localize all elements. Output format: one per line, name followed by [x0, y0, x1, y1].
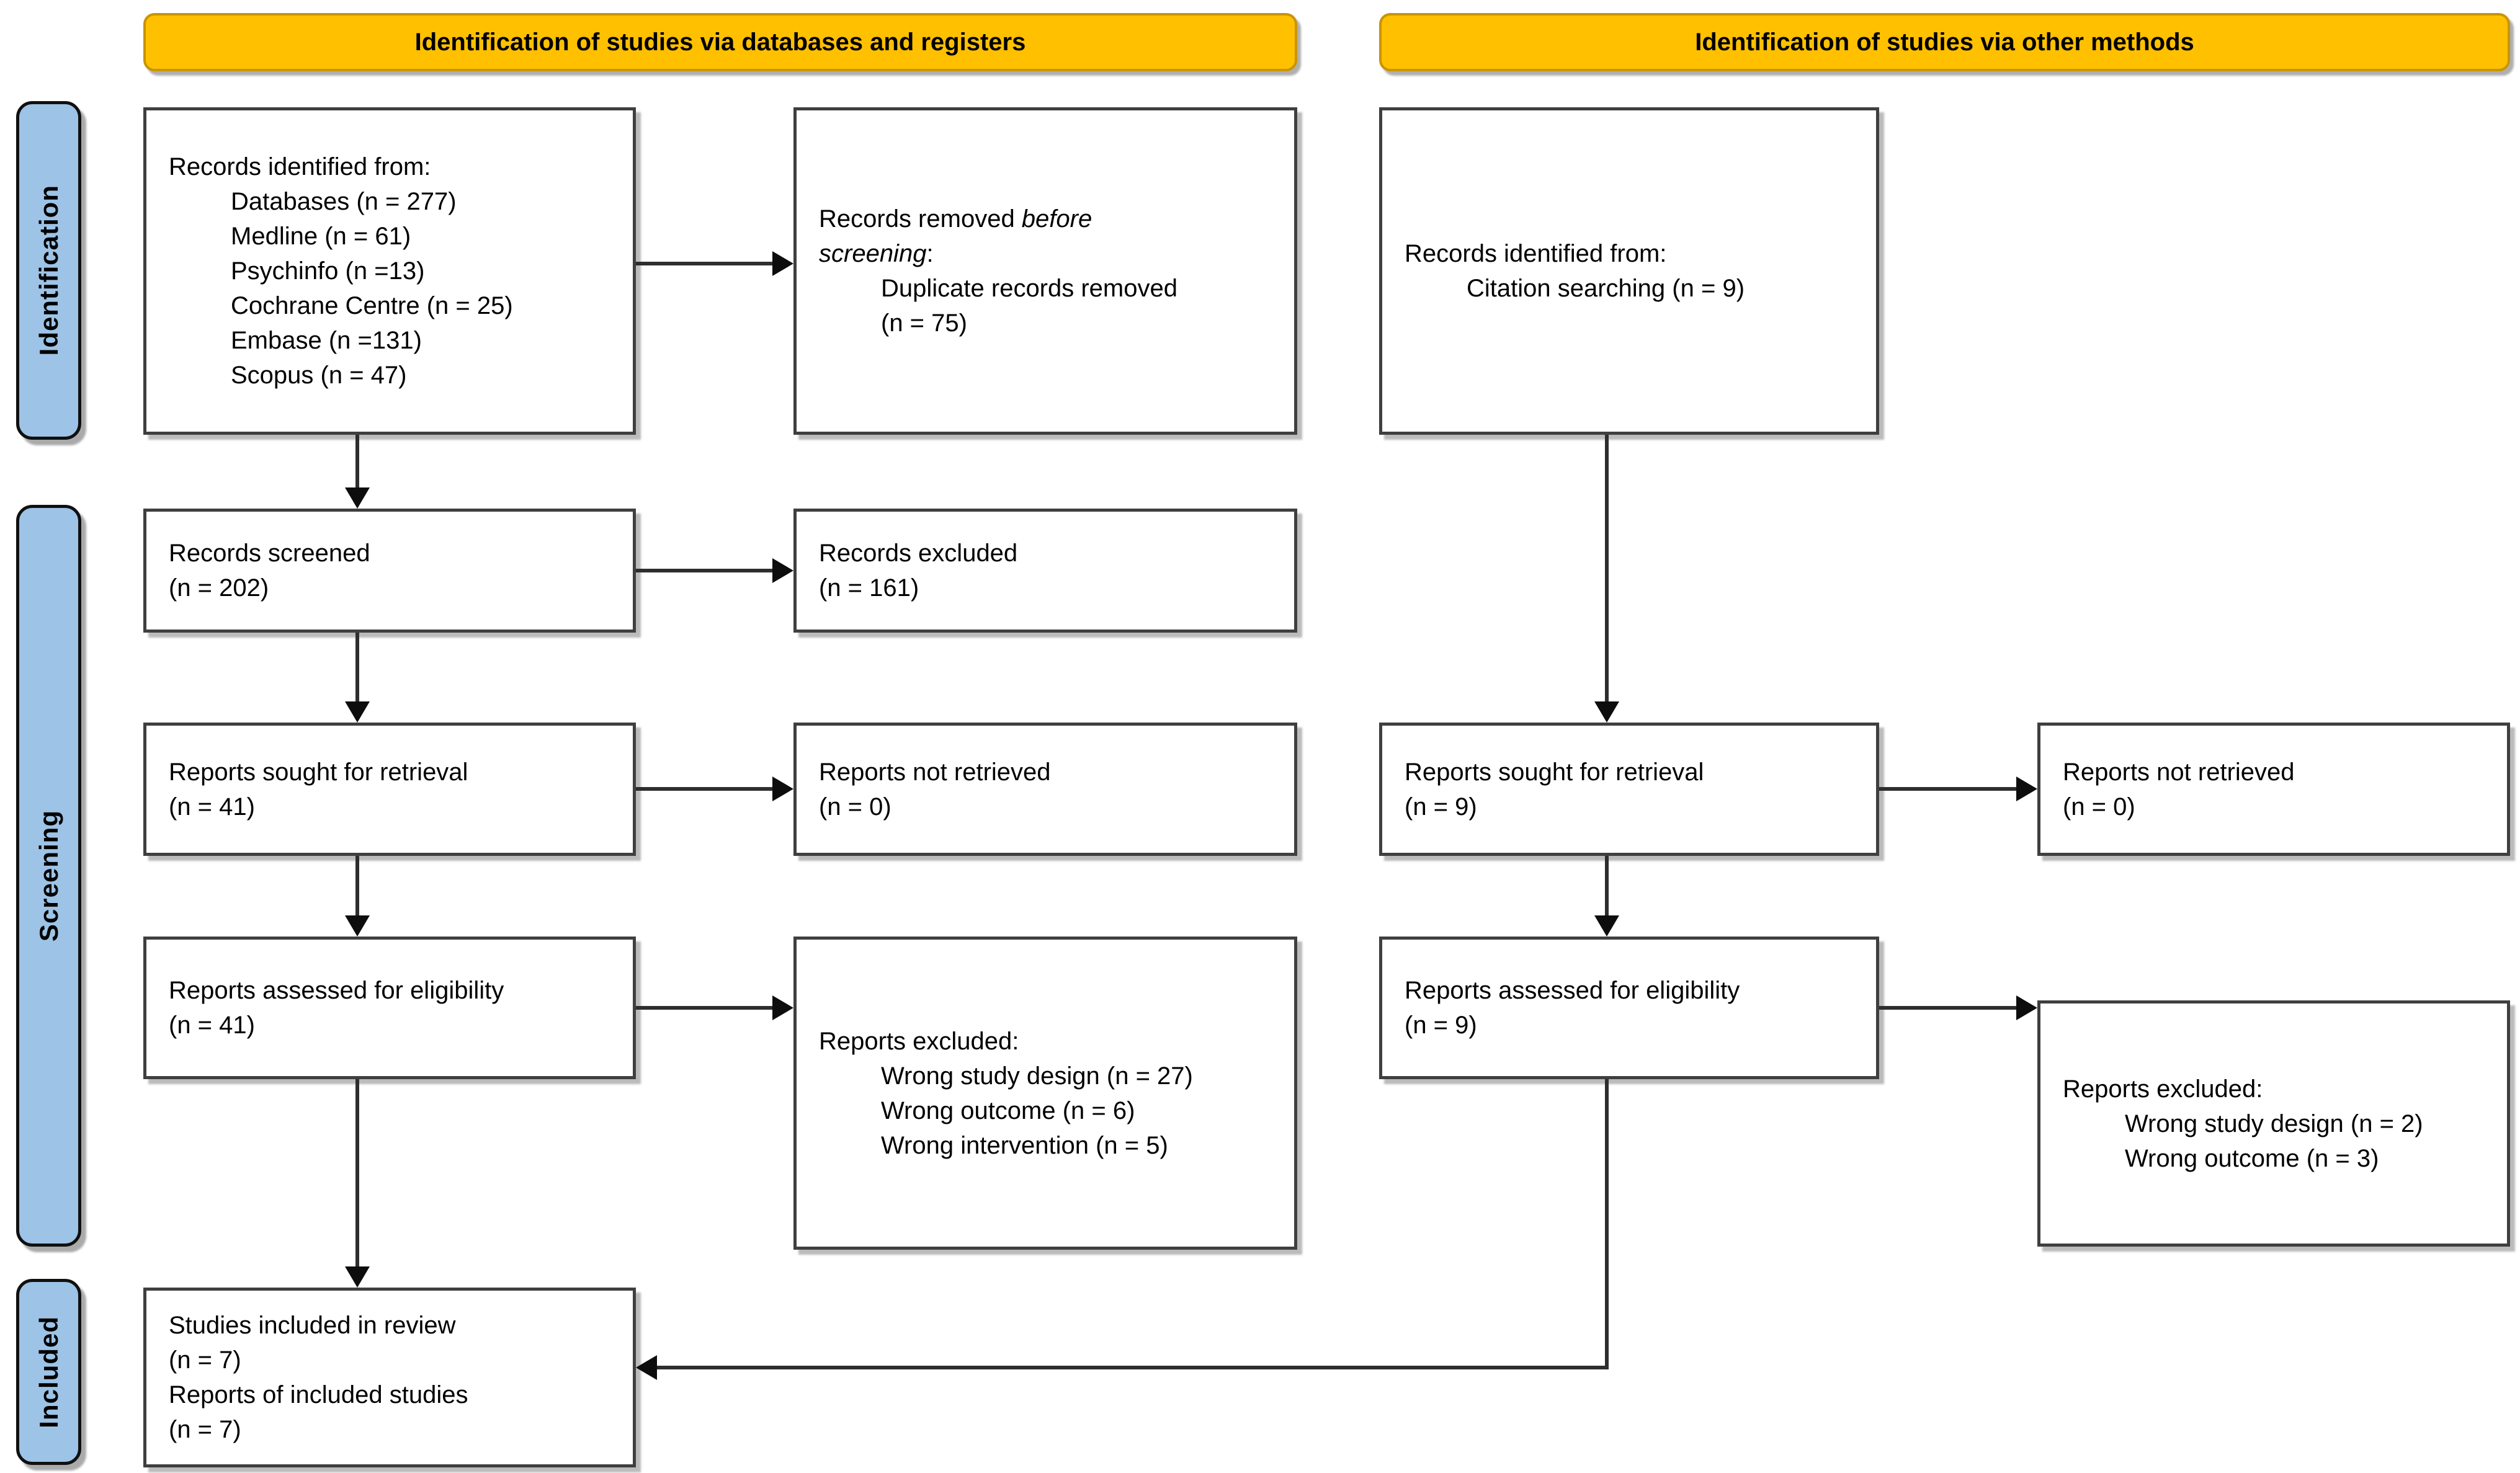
box-title: Records removed before screening:: [819, 202, 1197, 271]
box-records-identified-citation: Records identified from: Citation search…: [1379, 107, 1879, 435]
box-line: Wrong study design (n = 2): [2125, 1110, 2423, 1137]
arrow-line-assessed-other-down: [1605, 1079, 1609, 1369]
banner-databases-registers: Identification of studies via databases …: [143, 13, 1297, 71]
box-line: (n = 41): [169, 793, 255, 821]
box-items: Citation searching (n = 9): [1405, 271, 1864, 306]
box-line: Cochrane Centre (n = 25): [231, 292, 513, 319]
box-reports-assessed-databases: Reports assessed for eligibility (n = 41): [143, 937, 636, 1079]
box-reports-sought-other: Reports sought for retrieval (n = 9): [1379, 723, 1879, 856]
arrowhead-right-removed: [772, 251, 793, 276]
box-line: (n = 0): [819, 793, 891, 821]
box-line: Reports assessed for eligibility: [169, 977, 504, 1004]
box-line: (n = 41): [169, 1012, 255, 1039]
arrowhead-left-included: [636, 1355, 657, 1380]
sidebar-included: Included: [16, 1279, 81, 1465]
box-line: (n = 7): [169, 1346, 241, 1374]
box-items: Duplicate records removed (n = 75): [819, 271, 1197, 340]
arrow-line-assessed-to-reportsexcluded: [636, 1006, 772, 1010]
box-items: Databases (n = 277) Medline (n = 61) Psych…: [169, 184, 620, 393]
box-title-italic: before screening: [819, 205, 1092, 267]
box-line: Reports not retrieved: [819, 758, 1051, 786]
box-reports-excluded-other: Reports excluded: Wrong study design (n …: [2037, 1000, 2510, 1247]
box-line: Reports assessed for eligibility: [1405, 977, 1740, 1004]
sidebar-included-label: Included: [34, 1315, 63, 1428]
box-line: Studies included in review: [169, 1312, 456, 1339]
box-line: Reports sought for retrieval: [1405, 758, 1704, 786]
box-line: Wrong study design (n = 27): [881, 1062, 1193, 1090]
arrow-line-assessed-to-included: [355, 1079, 359, 1266]
box-title: Records identified from:: [1405, 240, 1667, 267]
arrow-line-other-to-included: [657, 1366, 1609, 1369]
arrowhead-right-notretrieved-other: [2016, 777, 2037, 801]
sidebar-identification-label: Identification: [34, 185, 63, 356]
box-title: Reports excluded:: [2063, 1075, 2263, 1103]
box-reports-assessed-other: Reports assessed for eligibility (n = 9): [1379, 937, 1879, 1079]
box-line: Psychinfo (n =13): [231, 257, 425, 285]
arrowhead-right-reportsexcluded: [772, 995, 793, 1020]
box-reports-sought-databases: Reports sought for retrieval (n = 41): [143, 723, 636, 856]
arrow-line-sought-to-assessed: [355, 856, 359, 915]
sidebar-screening-label: Screening: [34, 809, 63, 942]
box-line: Duplicate records removed (n = 75): [881, 275, 1177, 337]
arrow-line-identified-to-screened: [355, 435, 359, 487]
arrow-line-assessed-to-reportsexcluded-other: [1879, 1006, 2016, 1010]
box-title: Records identified from:: [169, 153, 431, 180]
arrow-line-sought-to-notretrieved: [636, 787, 772, 791]
box-items: Wrong study design (n = 27) Wrong outcome…: [819, 1059, 1282, 1163]
box-line: Wrong outcome (n = 6): [881, 1097, 1135, 1124]
box-studies-included: Studies included in review (n = 7) Reports…: [143, 1288, 636, 1467]
box-line: (n = 7): [169, 1416, 241, 1443]
box-line: Records screened: [169, 540, 370, 567]
arrowhead-down-screened: [345, 487, 370, 509]
box-title-text: Records removed: [819, 205, 1022, 233]
box-records-excluded: Records excluded (n = 161): [793, 509, 1297, 633]
box-line: Scopus (n = 47): [231, 362, 407, 389]
box-records-identified-databases: Records identified from: Databases (n = …: [143, 107, 636, 435]
arrowhead-right-notretrieved: [772, 777, 793, 801]
arrowhead-down-assessed: [345, 915, 370, 937]
sidebar-identification: Identification: [16, 101, 81, 440]
box-items: Wrong study design (n = 2) Wrong outcome …: [2063, 1106, 2495, 1176]
box-reports-excluded-databases: Reports excluded: Wrong study design (n …: [793, 937, 1297, 1250]
box-line: (n = 9): [1405, 793, 1477, 821]
arrowhead-down-included: [345, 1266, 370, 1288]
arrow-line-sought-to-assessed-other: [1605, 856, 1609, 915]
box-reports-not-retrieved-databases: Reports not retrieved (n = 0): [793, 723, 1297, 856]
box-reports-not-retrieved-other: Reports not retrieved (n = 0): [2037, 723, 2510, 856]
sidebar-screening: Screening: [16, 505, 81, 1247]
box-line: Reports sought for retrieval: [169, 758, 468, 786]
box-line: (n = 161): [819, 574, 919, 602]
box-line: (n = 9): [1405, 1012, 1477, 1039]
box-line: (n = 202): [169, 574, 269, 602]
box-line: Wrong outcome (n = 3): [2125, 1144, 2379, 1172]
box-title-colon: :: [926, 240, 934, 267]
box-line: Medline (n = 61): [231, 223, 411, 250]
box-records-removed-before-screening: Records removed before screening: Duplic…: [793, 107, 1297, 435]
arrow-line-screened-to-sought: [355, 633, 359, 701]
box-line: Reports not retrieved: [2063, 758, 2295, 786]
box-title: Reports excluded:: [819, 1027, 1019, 1055]
box-line: Embase (n =131): [231, 327, 422, 354]
arrowhead-down-assessed-other: [1594, 915, 1619, 937]
box-records-screened: Records screened (n = 202): [143, 509, 636, 633]
box-line: Databases (n = 277): [231, 188, 457, 215]
box-line: (n = 0): [2063, 793, 2135, 821]
box-line: Reports of included studies: [169, 1381, 468, 1408]
box-line: Records excluded: [819, 540, 1018, 567]
arrowhead-down-sought: [345, 701, 370, 723]
arrow-line-screened-to-excluded: [636, 569, 772, 572]
arrowhead-right-reportsexcluded-other: [2016, 995, 2037, 1020]
arrow-line-citation-to-sought: [1605, 435, 1609, 701]
banner-other-methods: Identification of studies via other meth…: [1379, 13, 2510, 71]
arrowhead-down-sought-other: [1594, 701, 1619, 723]
box-line: Citation searching (n = 9): [1467, 275, 1745, 302]
box-line: Wrong intervention (n = 5): [881, 1131, 1168, 1159]
arrow-line-identified-to-removed: [636, 262, 772, 265]
arrowhead-right-excluded: [772, 558, 793, 583]
arrow-line-sought-to-notretrieved-other: [1879, 787, 2016, 791]
